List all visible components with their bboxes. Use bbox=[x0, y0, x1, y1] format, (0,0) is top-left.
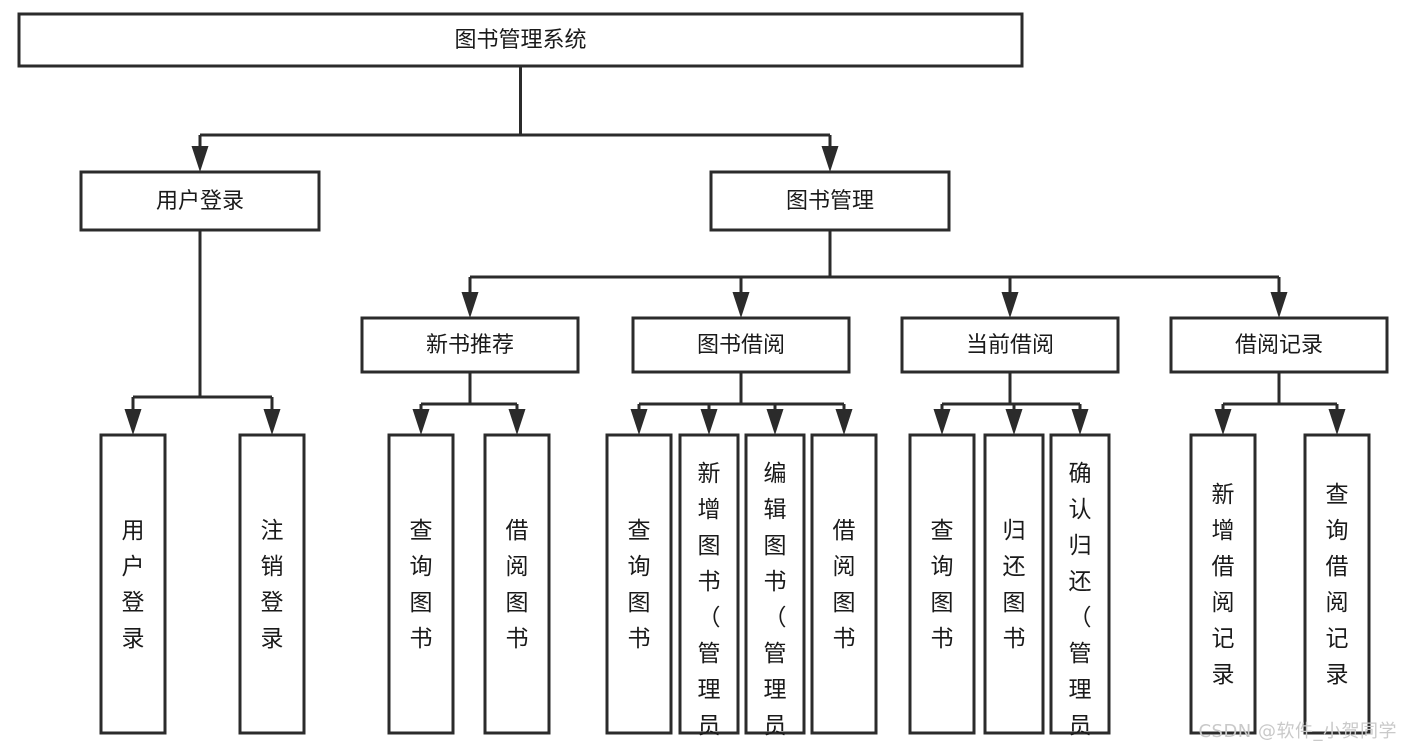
node-label: 图书管理 bbox=[786, 189, 874, 214]
node-book-borrow[interactable]: 图书借阅 bbox=[631, 316, 851, 374]
node-box[interactable] bbox=[709, 170, 951, 232]
node-box[interactable] bbox=[983, 433, 1045, 735]
arrow-head-icon bbox=[1005, 409, 1023, 435]
arrow-head-icon bbox=[732, 292, 750, 318]
arrow-head-icon bbox=[1071, 409, 1089, 435]
arrow-head-icon bbox=[700, 409, 718, 435]
node-box[interactable] bbox=[678, 433, 740, 735]
node-label: 图书管理系统 bbox=[454, 28, 586, 53]
node-label: 查询图书 bbox=[410, 518, 433, 652]
node-leaf-query-record[interactable]: 查询借阅记录 bbox=[1303, 433, 1371, 735]
csdn-watermark: CSDN @软件_小贺同学 bbox=[1198, 721, 1397, 742]
node-box[interactable] bbox=[1189, 433, 1257, 735]
node-root[interactable]: 图书管理系统 bbox=[17, 12, 1024, 68]
node-box[interactable] bbox=[17, 12, 1024, 68]
node-leaf-add-record[interactable]: 新增借阅记录 bbox=[1189, 433, 1257, 735]
node-label: 查询借阅记录 bbox=[1326, 482, 1349, 688]
node-box[interactable] bbox=[79, 170, 321, 232]
arrow-head-icon bbox=[766, 409, 784, 435]
node-leaf-edit-book[interactable]: 编辑图书（管理员） bbox=[744, 433, 806, 751]
node-leaf-borrow-book-rec[interactable]: 借阅图书 bbox=[483, 433, 551, 735]
node-box[interactable] bbox=[908, 433, 976, 735]
node-label: 注销登录 bbox=[261, 518, 284, 652]
node-label: 当前借阅 bbox=[966, 333, 1054, 358]
node-label: 查询图书 bbox=[628, 518, 651, 652]
node-box[interactable] bbox=[605, 433, 673, 735]
arrow-head-icon bbox=[1328, 409, 1346, 435]
node-leaf-user-login[interactable]: 用户登录 bbox=[99, 433, 167, 735]
connector-layer bbox=[124, 66, 1346, 435]
node-layer: 图书管理系统用户登录图书管理新书推荐图书借阅当前借阅借阅记录用户登录注销登录查询… bbox=[17, 12, 1389, 751]
node-leaf-return-book[interactable]: 归还图书 bbox=[983, 433, 1045, 735]
node-label: 新增图书（管理员） bbox=[698, 461, 721, 747]
node-label: 查询图书 bbox=[931, 518, 954, 652]
arrow-head-icon bbox=[124, 409, 142, 435]
node-user-login[interactable]: 用户登录 bbox=[79, 170, 321, 232]
node-box[interactable] bbox=[99, 433, 167, 735]
arrow-head-icon bbox=[263, 409, 281, 435]
arrow-head-icon bbox=[1270, 292, 1288, 318]
node-leaf-confirm-return[interactable]: 确认归还（管理员） bbox=[1049, 433, 1111, 751]
arrow-head-icon bbox=[412, 409, 430, 435]
node-box[interactable] bbox=[360, 316, 580, 374]
arrow-head-icon bbox=[821, 146, 839, 172]
node-label: 确认归还（管理员） bbox=[1069, 461, 1092, 747]
node-label: 新书推荐 bbox=[426, 333, 514, 358]
arrow-head-icon bbox=[191, 146, 209, 172]
node-new-book-recommend[interactable]: 新书推荐 bbox=[360, 316, 580, 374]
node-label: 借阅记录 bbox=[1235, 333, 1323, 358]
node-leaf-user-logout[interactable]: 注销登录 bbox=[238, 433, 306, 735]
arrow-head-icon bbox=[835, 409, 853, 435]
node-box[interactable] bbox=[1049, 433, 1111, 735]
node-box[interactable] bbox=[1169, 316, 1389, 374]
node-label: 图书借阅 bbox=[697, 333, 785, 358]
arrow-head-icon bbox=[1214, 409, 1232, 435]
node-leaf-query-book-rec[interactable]: 查询图书 bbox=[387, 433, 455, 735]
node-box[interactable] bbox=[1303, 433, 1371, 735]
node-box[interactable] bbox=[631, 316, 851, 374]
node-box[interactable] bbox=[238, 433, 306, 735]
arrow-head-icon bbox=[461, 292, 479, 318]
node-label: 用户登录 bbox=[122, 518, 145, 652]
node-leaf-add-book[interactable]: 新增图书（管理员） bbox=[678, 433, 740, 751]
node-borrow-record[interactable]: 借阅记录 bbox=[1169, 316, 1389, 374]
node-current-borrow[interactable]: 当前借阅 bbox=[900, 316, 1120, 374]
node-box[interactable] bbox=[810, 433, 878, 735]
node-label: 借阅图书 bbox=[833, 518, 856, 652]
arrow-head-icon bbox=[630, 409, 648, 435]
node-leaf-query-book-cur[interactable]: 查询图书 bbox=[908, 433, 976, 735]
arrow-head-icon bbox=[1001, 292, 1019, 318]
node-box[interactable] bbox=[483, 433, 551, 735]
node-box[interactable] bbox=[900, 316, 1120, 374]
node-box[interactable] bbox=[744, 433, 806, 735]
node-label: 归还图书 bbox=[1003, 518, 1026, 652]
arrow-head-icon bbox=[933, 409, 951, 435]
node-label: 用户登录 bbox=[156, 189, 244, 214]
node-label: 新增借阅记录 bbox=[1212, 482, 1235, 688]
node-leaf-borrow-book-brw[interactable]: 借阅图书 bbox=[810, 433, 878, 735]
node-box[interactable] bbox=[387, 433, 455, 735]
node-book-manage[interactable]: 图书管理 bbox=[709, 170, 951, 232]
arrow-head-icon bbox=[508, 409, 526, 435]
node-leaf-query-book-brw[interactable]: 查询图书 bbox=[605, 433, 673, 735]
node-label: 借阅图书 bbox=[506, 518, 529, 652]
